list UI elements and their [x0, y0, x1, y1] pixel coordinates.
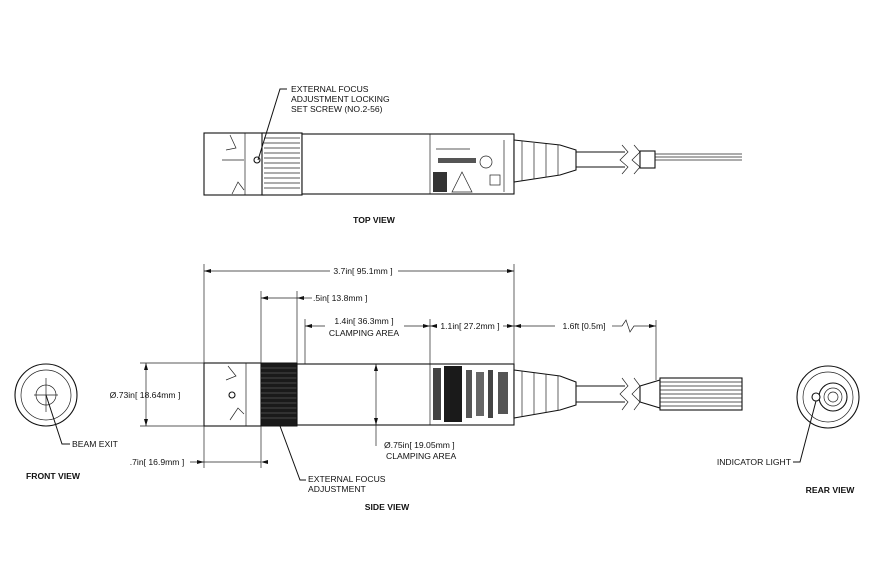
indicator-light-icon — [811, 392, 821, 402]
dim-focus-offset: .5in[ 13.8mm ] — [260, 291, 367, 363]
rear-view-title: REAR VIEW — [806, 485, 856, 495]
dim-body-diameter: Ø.75in[ 19.05mm ] CLAMPING AREA — [374, 364, 456, 461]
rear-length-label: 1.1in[ 27.2mm ] — [440, 321, 499, 331]
dim-rear-length: 1.1in[ 27.2mm ] — [430, 321, 514, 331]
side-strain-relief — [513, 369, 577, 419]
clamping-area-label-2: CLAMPING AREA — [386, 451, 456, 461]
overall-length-label: 3.7in[ 95.1mm ] — [333, 266, 392, 276]
side-view-title: SIDE VIEW — [365, 502, 410, 512]
front-view-title: FRONT VIEW — [26, 471, 81, 481]
focus-adjust-callout-1: EXTERNAL FOCUS — [308, 474, 386, 484]
focus-offset-label: .5in[ 13.8mm ] — [313, 293, 367, 303]
top-view-title: TOP VIEW — [353, 215, 396, 225]
front-diameter-label: Ø.73in[ 18.64mm ] — [110, 390, 181, 400]
dim-cable-length: 1.6ft [0.5m] — [514, 319, 657, 380]
beam-exit-label: BEAM EXIT — [72, 439, 119, 449]
clamp-length-label: 1.4in[ 36.3mm ] — [334, 316, 393, 326]
top-label-area — [433, 140, 505, 193]
side-wire-bundle — [639, 377, 743, 411]
cable-length-label: 1.6ft [0.5m] — [563, 321, 606, 331]
dim-nose-length: .7in[ 16.9mm ] — [130, 426, 268, 468]
focus-adjust-callout-2: ADJUSTMENT — [308, 484, 367, 494]
locking-screw-callout-2: ADJUSTMENT LOCKING — [291, 94, 390, 104]
locking-screw-callout-1: EXTERNAL FOCUS — [291, 84, 369, 94]
dim-front-diameter: Ø.73in[ 18.64mm ] — [110, 362, 204, 427]
locking-screw-callout-3: SET SCREW (NO.2-56) — [291, 104, 383, 114]
dim-clamp-length: 1.4in[ 36.3mm ] CLAMPING AREA — [304, 316, 431, 364]
front-view: BEAM EXIT FRONT VIEW — [14, 363, 119, 481]
top-front-cap — [203, 132, 265, 196]
side-view: 3.7in[ 95.1mm ] .5in[ 13.8mm ] 1.4in[ 36… — [110, 264, 743, 512]
indicator-light-label: INDICATOR LIGHT — [717, 457, 792, 467]
side-label-area — [433, 366, 508, 422]
dim-overall-length: 3.7in[ 95.1mm ] — [203, 264, 515, 364]
top-cable-end — [639, 150, 656, 169]
top-strain-relief — [513, 139, 577, 183]
body-diameter-label: Ø.75in[ 19.05mm ] — [384, 440, 455, 450]
clamping-area-label-1: CLAMPING AREA — [329, 328, 399, 338]
top-main-body — [301, 133, 515, 195]
side-focus-ring — [260, 362, 298, 427]
nose-length-label: .7in[ 16.9mm ] — [130, 457, 184, 467]
rear-view: INDICATOR LIGHT REAR VIEW — [717, 365, 860, 495]
top-view: EXTERNAL FOCUS ADJUSTMENT LOCKING SET SC… — [203, 84, 742, 225]
top-focus-ring — [261, 132, 303, 196]
